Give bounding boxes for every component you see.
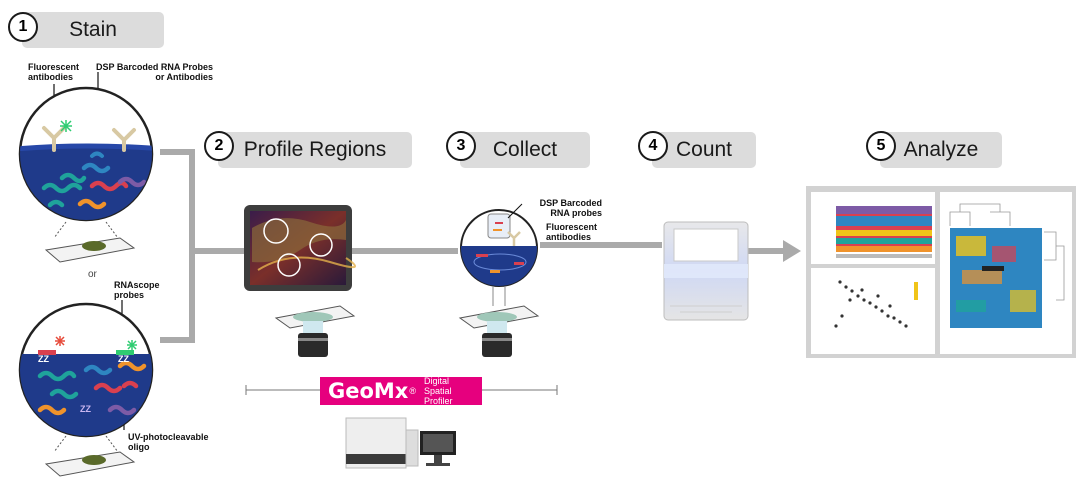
step-3-number: 3 bbox=[446, 131, 476, 161]
geomx-brand-badge: GeoMx ® Digital Spatial Profiler bbox=[320, 376, 482, 406]
stain-bracket-connector bbox=[160, 149, 195, 343]
step-2-label: Profile Regions bbox=[218, 132, 412, 168]
svg-text:ZZ: ZZ bbox=[118, 354, 129, 364]
svg-text:ZZ: ZZ bbox=[38, 354, 49, 364]
step-5-number: 5 bbox=[866, 131, 896, 161]
step-3-label: Collect bbox=[460, 132, 590, 168]
step-1-label: Stain bbox=[22, 12, 164, 48]
geomx-brand-subtitle: Digital Spatial Profiler bbox=[424, 376, 453, 406]
analysis-screen-icon bbox=[806, 186, 1076, 358]
collect-fluor-label: Fluorescent antibodies bbox=[546, 222, 598, 242]
stain-rnascope-well: ZZ ZZ ZZ bbox=[18, 302, 154, 438]
step-2-text: Profile Regions bbox=[243, 138, 387, 161]
rna-probe-icon: ZZ ZZ bbox=[38, 350, 134, 364]
uv-oligo-label: UV-photocleavable oligo bbox=[128, 432, 209, 452]
instrument-icon bbox=[345, 417, 456, 469]
fluorescence-signal-icon bbox=[60, 120, 72, 132]
collect-well bbox=[460, 203, 538, 306]
arrow-head-icon bbox=[783, 240, 801, 262]
microscope-slide-icon bbox=[44, 435, 136, 477]
step-2-number: 2 bbox=[204, 131, 234, 161]
objective-icon bbox=[458, 305, 540, 357]
step-4-label: Count bbox=[652, 132, 756, 168]
step-4-text: Count bbox=[675, 138, 733, 161]
step-4-number: 4 bbox=[638, 131, 668, 161]
step-5-text: Analyze bbox=[903, 138, 979, 161]
sequencer-icon bbox=[663, 221, 749, 321]
microscope-slide-icon bbox=[44, 221, 136, 263]
rnascope-probes-label: RNAscope probes bbox=[114, 280, 160, 300]
trademark-mark: ® bbox=[409, 386, 416, 396]
svg-text:ZZ: ZZ bbox=[80, 404, 91, 414]
step-1-text: Stain bbox=[69, 18, 117, 41]
geomx-brand-name: GeoMx bbox=[328, 379, 409, 403]
or-label: or bbox=[88, 269, 97, 280]
objective-icon bbox=[274, 305, 356, 357]
fluorescent-antibodies-label: Fluorescent antibodies bbox=[28, 62, 80, 82]
step-1-number: 1 bbox=[8, 12, 38, 42]
stain-antibody-well bbox=[18, 86, 154, 222]
dsp-probes-label: DSP Barcoded RNA Probes or Antibodies bbox=[96, 62, 214, 82]
profile-monitor bbox=[244, 205, 356, 291]
step-3-text: Collect bbox=[492, 138, 558, 161]
step-5-label: Analyze bbox=[880, 132, 1002, 168]
collect-dsp-label: DSP Barcoded RNA probes bbox=[539, 198, 602, 218]
